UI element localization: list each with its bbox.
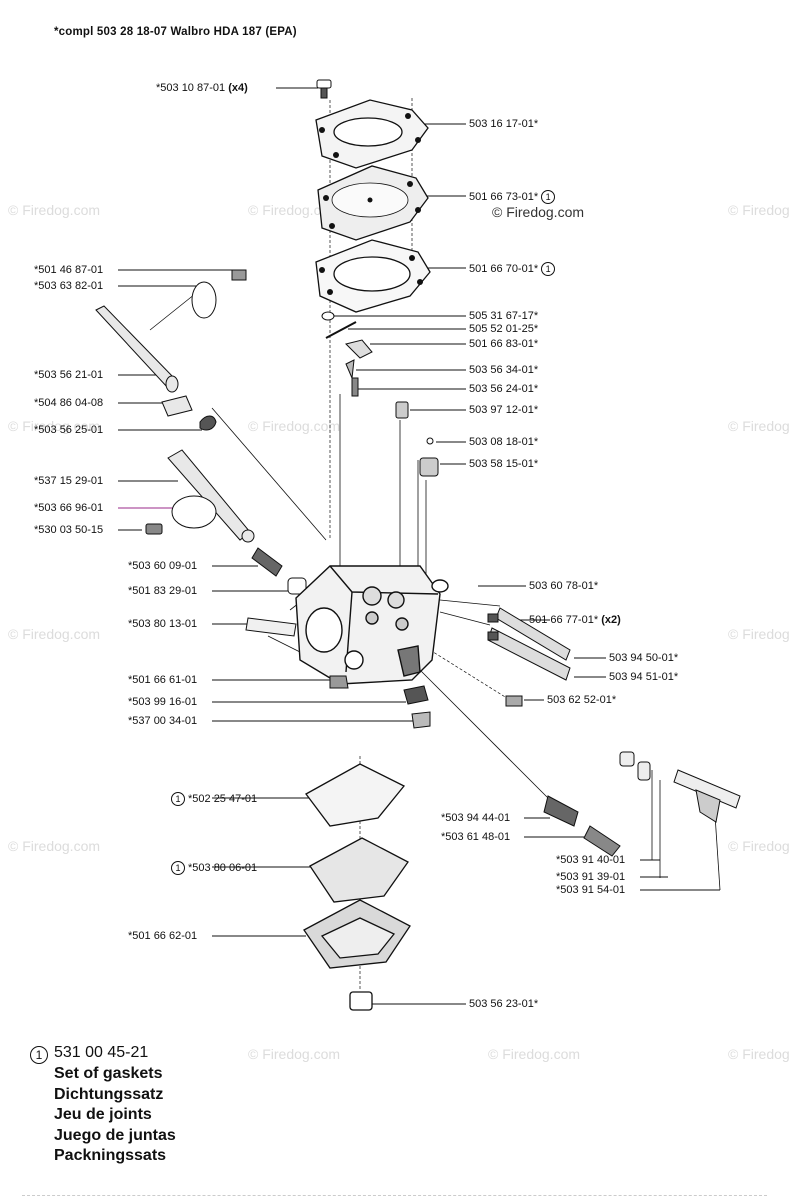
part-label: 503 58 15-01* <box>469 458 539 470</box>
part-label: 503 97 12-01* <box>469 404 539 416</box>
legend-line: Jeu de joints <box>54 1106 152 1123</box>
part-label: 503 56 23-01* <box>469 998 539 1010</box>
part-label: 503 94 51-01* <box>609 671 679 683</box>
part-label: 1*503 80 06-01 <box>168 861 257 875</box>
part-label: 503 62 52-01* <box>547 694 617 706</box>
part-label: *537 00 34-01 <box>128 715 198 727</box>
part-label: 503 60 78-01* <box>529 580 599 592</box>
legend-line: Juego de juntas <box>54 1126 176 1144</box>
part-label: 1*502 25 47-01 <box>168 792 257 806</box>
part-label: *537 15 29-01 <box>34 475 104 487</box>
watermark: © Firedog.com <box>8 838 101 854</box>
part-label: 501 66 70-01*1 <box>469 262 558 276</box>
part-label: 503 56 24-01* <box>469 383 539 395</box>
footer-divider <box>22 1195 767 1196</box>
part-label: 503 94 50-01* <box>609 652 679 664</box>
part-label: *503 80 13-01 <box>128 618 198 630</box>
part-label: *504 86 04-08 <box>34 397 104 409</box>
copyright-mark: © Firedog.com <box>492 204 585 220</box>
part-label: 503 56 34-01* <box>469 364 539 376</box>
part-label: *503 99 16-01 <box>128 696 198 708</box>
part-label: *503 60 09-01 <box>128 560 198 572</box>
gasket-set-mark: 1 <box>171 792 185 806</box>
part-label: 503 08 18-01* <box>469 436 539 448</box>
part-label: *530 03 50-15 <box>34 524 104 536</box>
watermark: © Firedog.com <box>728 202 789 218</box>
watermark: © Firedog.com <box>488 1046 581 1062</box>
part-label: *503 91 54-01 <box>556 884 626 896</box>
watermark: © Firedog.com <box>248 1046 341 1062</box>
part-label: *503 56 25-01 <box>34 424 104 436</box>
gasket-set-mark: 1 <box>30 1046 48 1064</box>
part-label: *503 91 40-01 <box>556 854 626 866</box>
watermark: © Firedog.com <box>728 1046 789 1062</box>
watermark: © Firedog.com <box>8 418 101 434</box>
part-label: 501 66 83-01* <box>469 338 539 350</box>
part-label: *503 66 96-01 <box>34 502 104 514</box>
part-label: *503 91 39-01 <box>556 871 626 883</box>
part-label: *503 10 87-01 (x4) <box>156 82 248 94</box>
watermark: © Firedog.com <box>8 626 101 642</box>
watermark: © Firedog.com <box>728 838 789 854</box>
page-title: *compl 503 28 18-07 Walbro HDA 187 (EPA) <box>54 26 297 38</box>
part-label: *503 56 21-01 <box>34 369 104 381</box>
part-label: 501 66 73-01*1 <box>469 190 558 204</box>
watermark: © Firedog.com <box>248 202 341 218</box>
watermark: © Firedog.com <box>248 418 341 434</box>
watermark: © Firedog.com <box>8 202 101 218</box>
part-label: *501 46 87-01 <box>34 264 104 276</box>
gasket-set-mark: 1 <box>171 861 185 875</box>
part-label: *503 94 44-01 <box>441 812 511 824</box>
legend-line: Packningssats <box>54 1147 167 1164</box>
part-label: 503 16 17-01* <box>469 118 539 130</box>
part-label: *501 66 62-01 <box>128 930 198 942</box>
gasket-set-mark: 1 <box>541 190 556 204</box>
part-label: *503 63 82-01 <box>34 280 104 292</box>
part-label: 505 31 67-17* <box>469 310 539 322</box>
legend-line: Dichtungssatz <box>54 1085 164 1103</box>
part-label: *501 83 29-01 <box>128 585 198 597</box>
part-label: 501 66 77-01* (x2) <box>529 614 621 626</box>
part-label: 505 52 01-25* <box>469 323 539 335</box>
gasket-set-mark: 1 <box>541 262 556 276</box>
part-label: *501 66 61-01 <box>128 674 198 686</box>
legend-line: Set of gaskets <box>54 1065 163 1082</box>
part-label: *503 61 48-01 <box>441 831 511 843</box>
watermark: © Firedog.com <box>728 626 789 642</box>
watermark: © Firedog.com <box>728 418 789 434</box>
